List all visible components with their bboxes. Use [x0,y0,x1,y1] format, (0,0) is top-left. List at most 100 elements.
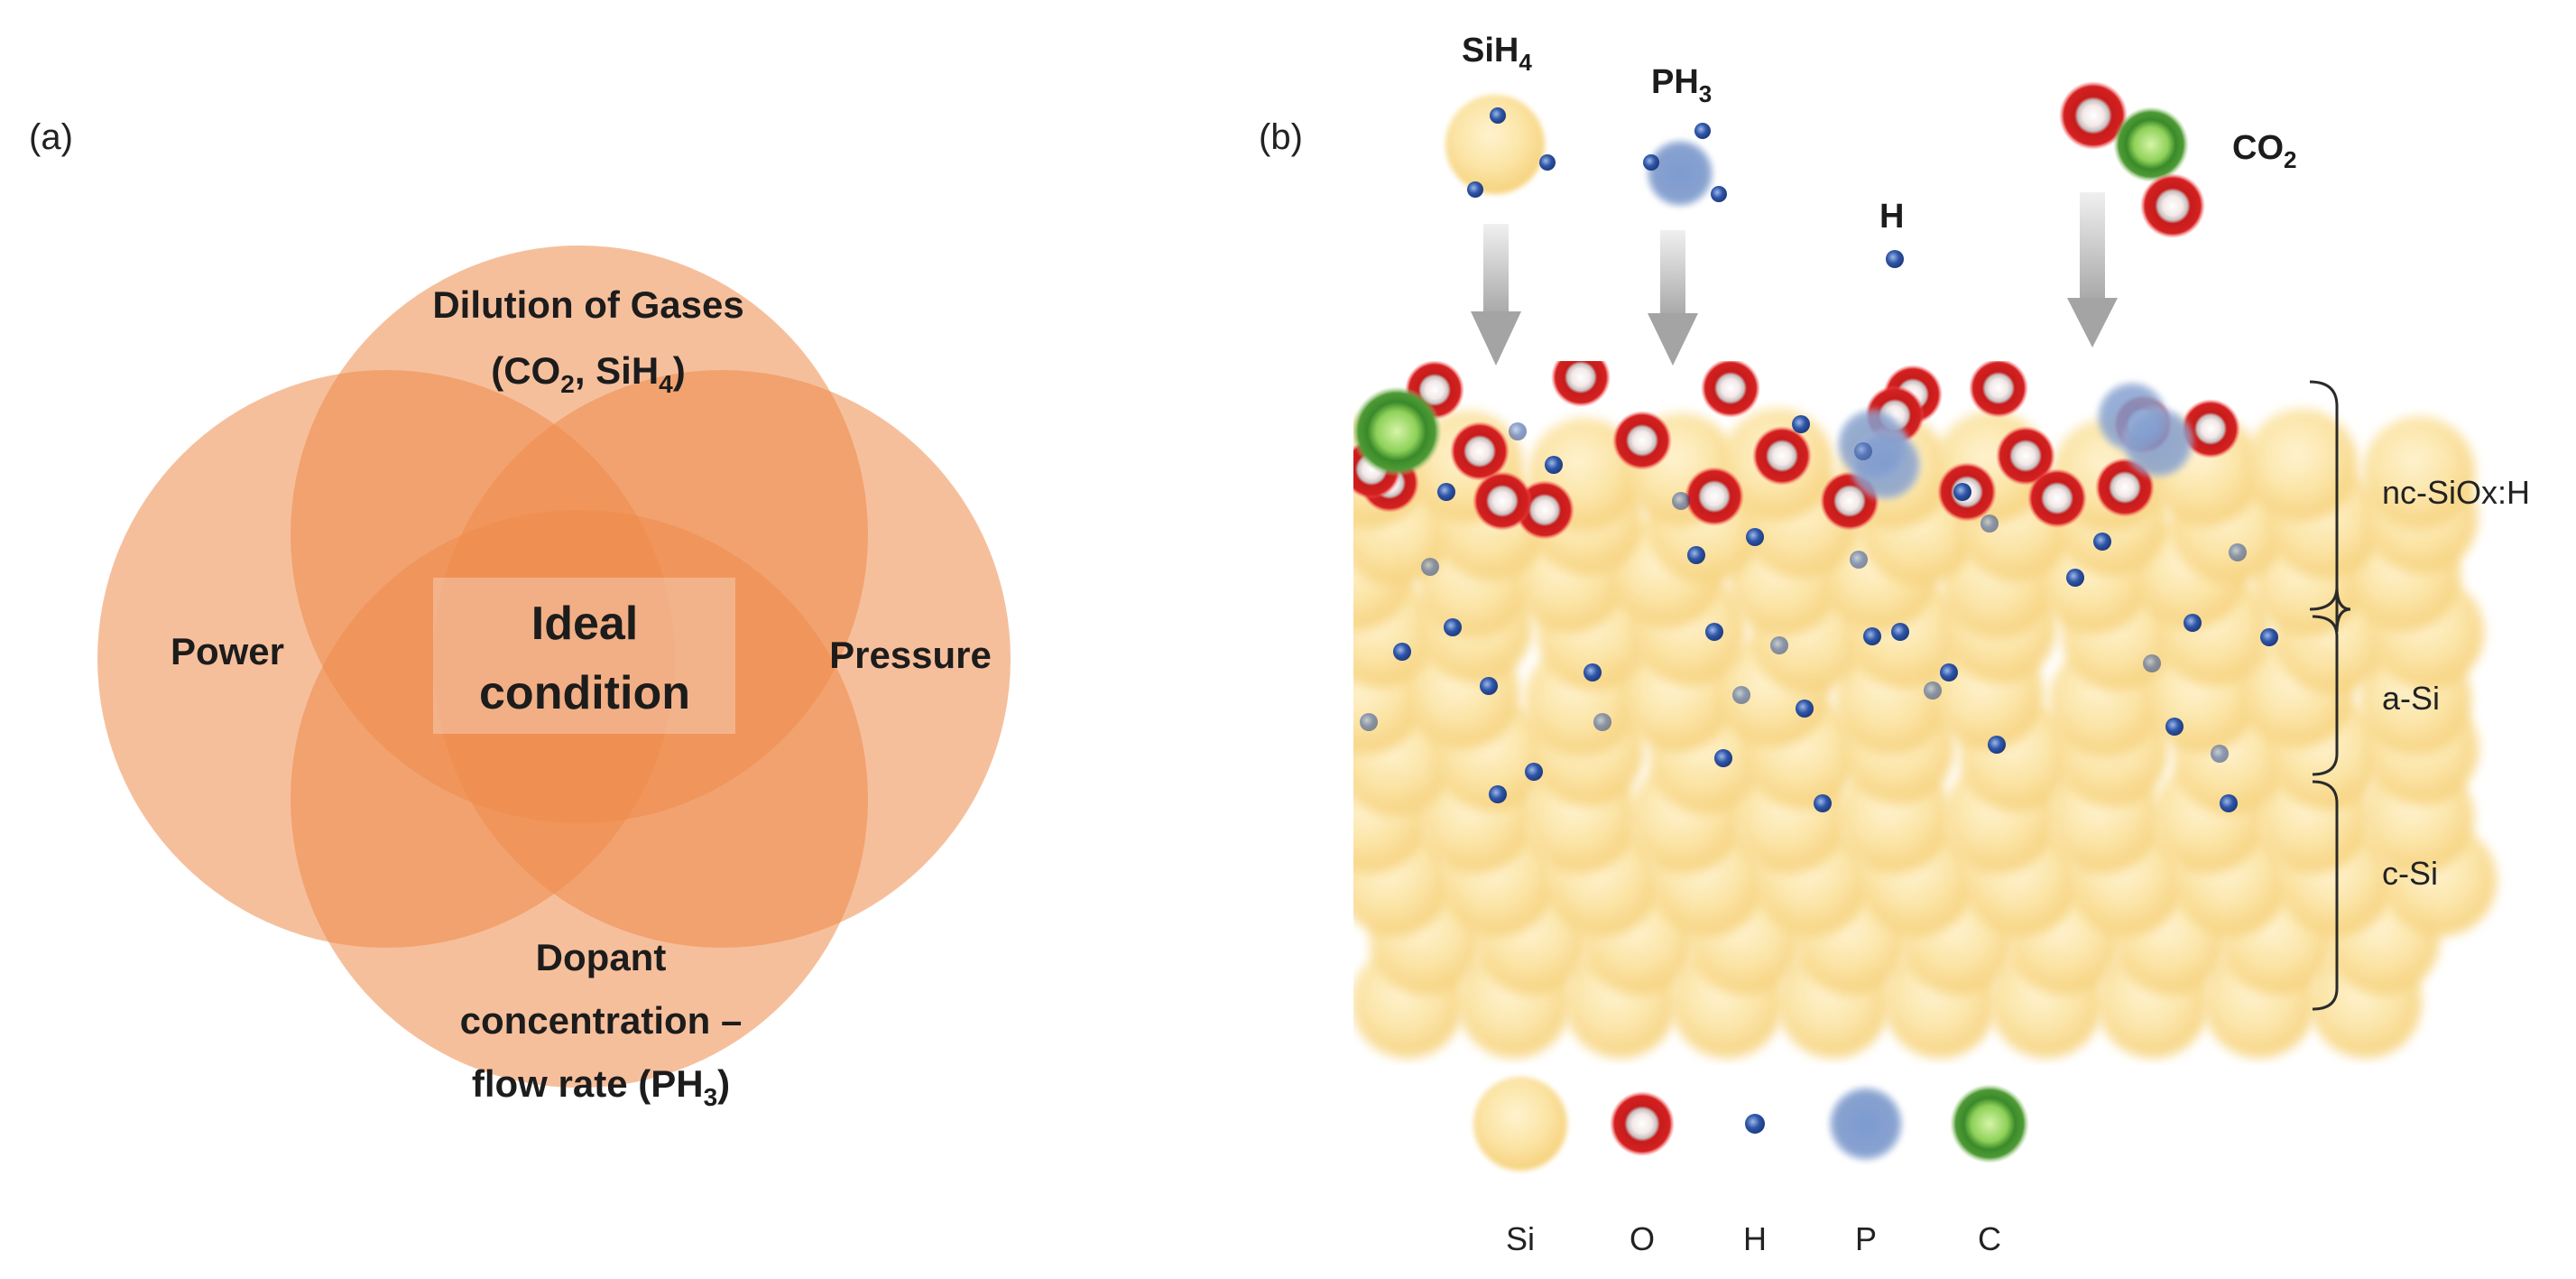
film-lattice [1353,361,2497,1058]
ph3-label: PH3 [1651,63,1712,107]
phosphorus-atom [1850,429,1922,501]
sih4-label: SiH4 [1462,32,1532,76]
bracket-a-si [2312,615,2339,776]
hydrogen-atom [1850,551,1868,569]
hydrogen-atom [1770,636,1788,654]
hydrogen-atom [1814,794,1832,812]
oxygen-atom [1473,471,1532,531]
layer-brackets [2309,380,2351,1011]
legend-label-c: C [1978,1220,2001,1257]
legend-swatch-o [1610,1091,1675,1156]
hydrogen-atom [1891,623,1909,641]
hydrogen-atom [1593,713,1611,731]
bottom-label-line2: concentration – [460,999,743,1042]
bracket-nc-siox [2309,380,2351,633]
hydrogen-atom [2184,614,2202,632]
co2-label: CO2 [2232,129,2296,173]
panel-a-label: (a) [29,117,73,157]
venn-circles [97,246,1011,1088]
hydrogen-atom [2093,533,2111,551]
oxygen-atom [2181,399,2240,459]
oxygen-atom [1752,426,1812,486]
legend-label-h: H [1743,1220,1767,1257]
arrow-sih4 [1471,224,1521,366]
hydrogen-atom [1854,442,1872,460]
hydrogen-atom [1421,558,1439,576]
bottom-label-line3: flow rate (PH3) [472,1062,730,1111]
co2-molecule [2059,81,2205,238]
hydrogen-atom [1583,663,1602,681]
hydrogen-atom [1988,736,2006,754]
hydrogen-atom [1732,686,1750,704]
hydrogen-atom [1672,492,1690,510]
hydrogen-atom [1924,681,1942,700]
center-label-line2: condition [479,667,690,719]
panel-b-label: (b) [1259,117,1303,157]
oxygen-atom [1551,361,1611,407]
bottom-label-line1: Dopant [536,936,667,978]
hydrogen-atom [1437,483,1455,501]
oxygen-atom [1612,411,1672,470]
hydrogen-atom [2229,543,2247,561]
legend: Si O H P C [1473,1077,2029,1257]
ph3-molecule [1643,123,1727,208]
deposition-arrows [1471,192,2118,366]
h-atom [1886,250,1904,268]
layer-label-nc-siox: nc-SiOx:H [2382,474,2530,511]
oxygen-atom [1996,426,2055,486]
panel-a-venn-diagram: (a) Dilution of Gases (CO2, SiH4) Power … [29,117,1011,1111]
layer-label-a-si: a-Si [2382,680,2440,717]
hydrogen-atom [1953,483,1971,501]
oxygen-atom [1450,422,1510,481]
oxygen-atom [2027,468,2087,528]
hydrogen-atom [1393,643,1411,661]
hydrogen-atom [1714,749,1732,767]
oxygen-atom [1685,467,1744,526]
top-label-line1: Dilution of Gases [432,283,743,326]
legend-label-p: P [1855,1220,1877,1257]
arrow-ph3 [1648,230,1698,366]
hydrogen-atom [1863,627,1881,645]
hydrogen-atom [2143,654,2161,672]
hydrogen-atom [1480,677,1498,695]
legend-label-o: O [1630,1220,1655,1257]
carbon-atom [1353,386,1442,477]
hydrogen-atom [2211,745,2229,763]
hydrogen-atom [2260,628,2278,646]
center-label: Ideal condition [479,598,690,719]
legend-swatch-h [1745,1114,1765,1134]
venn-top-label: Dilution of Gases (CO2, SiH4) [432,283,743,398]
venn-left-label: Power [171,630,284,672]
hydrogen-atom [1687,546,1705,564]
hydrogen-atom [1792,415,1810,433]
hydrogen-atom [1746,528,1764,546]
venn-right-label: Pressure [829,634,992,676]
panel-b-deposition-schematic: (b) SiH4 PH3 H CO2 [1259,32,2530,1257]
center-label-line1: Ideal [531,598,639,650]
legend-label-si: Si [1506,1220,1535,1257]
bracket-c-si [2312,780,2339,1011]
phosphorus-atom [2122,406,2194,478]
hydrogen-atom [1545,456,1563,474]
oxygen-atom [1969,361,2028,418]
si-atom [2363,416,2475,529]
h-label: H [1879,198,1904,236]
hydrogen-atom [1525,763,1543,781]
hydrogen-atom [2165,718,2184,736]
legend-swatch-si [1473,1077,1567,1171]
legend-swatch-p [1828,1086,1904,1162]
layer-label-c-si: c-Si [2382,855,2438,892]
hydrogen-atom [1489,785,1507,803]
center-box [433,578,735,734]
venn-circle-bottom [291,510,868,1088]
hydrogen-atom [2220,794,2238,812]
top-label-line2: (CO2, SiH4) [491,349,686,398]
venn-bottom-label: Dopant concentration – flow rate (PH3) [460,936,743,1111]
sih4-molecule [1445,95,1556,198]
hydrogen-atom [1444,618,1462,636]
si-atom [2246,409,2358,522]
hydrogen-atom [1980,514,1999,533]
hydrogen-atom [2066,569,2084,587]
arrow-co2 [2067,192,2118,348]
